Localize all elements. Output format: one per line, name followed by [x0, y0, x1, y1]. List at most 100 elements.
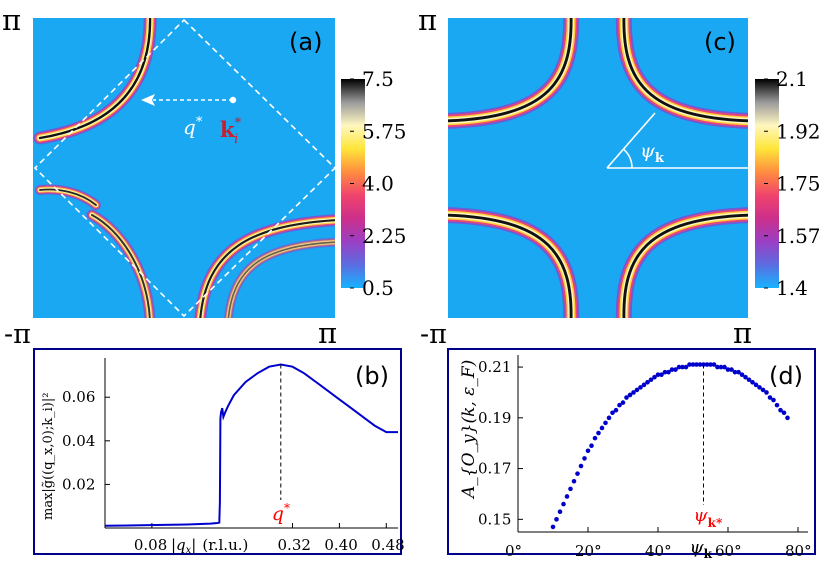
heatmap-c-bands: [448, 18, 748, 318]
d-ytick-label: 0.17: [478, 460, 511, 478]
d-point: [743, 374, 748, 380]
b-xtick-label: 0.08: [134, 536, 167, 554]
panel-c: ψk (c) 2.11.921.751.571.4: [448, 18, 821, 318]
d-ytick-label: 0.15: [478, 510, 511, 528]
colorbar-tick-label: 4.0: [362, 172, 394, 196]
d-point: [620, 400, 626, 405]
d-point: [596, 430, 601, 436]
d-ytick-label: 0.21: [478, 358, 511, 376]
d-point: [722, 364, 727, 370]
b-ytick-label: 0.04: [62, 432, 95, 450]
d-point: [554, 517, 559, 522]
neg-pi-label-c: -π: [420, 319, 447, 350]
d-point: [645, 379, 650, 385]
k-point: [229, 96, 237, 104]
d-ticks: 0°20°40°60°80°0.150.170.190.21: [478, 358, 812, 560]
b-ytick-label: 0.02: [62, 475, 95, 493]
d-point: [627, 392, 633, 398]
d-point: [564, 494, 570, 499]
band-a-bottom-right-inner-layer-4: [227, 241, 335, 318]
colorbar-tick-label: 1.75: [776, 172, 821, 196]
d-point: [760, 387, 766, 393]
d-point: [739, 372, 745, 377]
panel-a: q* k*i (a) 7.55.754.02.250.5: [33, 18, 407, 318]
b-xtick-label: 0.40: [324, 536, 357, 554]
d-point: [676, 364, 682, 370]
d-psik-axis-label: ψk: [690, 537, 713, 561]
d-point: [624, 395, 629, 400]
d-point: [662, 369, 668, 375]
panel-a-label: (a): [289, 28, 322, 56]
pi-bottom-right-c: π: [733, 316, 752, 350]
d-point: [652, 374, 657, 380]
colorbar-tick-label: 2.1: [776, 67, 808, 91]
d-point: [557, 509, 563, 515]
d-point: [568, 486, 573, 492]
d-point: [708, 362, 713, 367]
d-point: [585, 448, 591, 454]
d-point: [704, 362, 710, 367]
band-a-bottom-right-layer-4: [199, 219, 335, 318]
d-psistar-label: ψk*: [694, 505, 723, 530]
d-point: [718, 364, 724, 370]
d-point: [729, 367, 734, 372]
heatmap-a-bands: [33, 18, 335, 318]
pi-top-left-a: π: [2, 3, 21, 37]
band-a-left-short-layer-4: [39, 188, 97, 206]
d-point: [589, 443, 594, 449]
d-point: [641, 382, 647, 388]
d-xtick-label: 80°: [785, 542, 812, 560]
panel-d: 0°20°40°60°80°0.150.170.190.21 ψk* ψk A_…: [447, 348, 816, 561]
b-ylabel: max|g̃((q_x,0);k_i)|²: [41, 393, 56, 520]
psi-label: ψk: [640, 140, 665, 166]
d-point: [550, 524, 556, 530]
panel-b-frame: [33, 348, 402, 555]
d-point: [753, 382, 759, 388]
pi-bottom-right-a: π: [318, 316, 337, 350]
d-point: [774, 402, 780, 408]
q-arrow-head: [141, 94, 155, 106]
pi-top-left-c: π: [418, 3, 437, 37]
d-point: [736, 369, 741, 375]
d-point: [750, 379, 755, 385]
d-point: [732, 369, 738, 375]
neg-pi-label-a: -π: [4, 319, 31, 350]
d-point: [669, 367, 675, 372]
colorbar-a-ticks: 7.55.754.02.250.5: [350, 67, 407, 300]
d-point: [613, 407, 619, 413]
d-point: [655, 372, 661, 377]
psi-arc: [622, 148, 633, 169]
band-a-top-left-layer-4: [38, 18, 152, 140]
d-xtick-label: 40°: [645, 542, 672, 560]
d-point: [771, 397, 776, 403]
b-xtick-label: 0.48: [371, 536, 404, 554]
d-point: [617, 402, 622, 408]
colorbar-tick-label: 1.92: [776, 119, 821, 143]
b-xtick-label: 0.32: [278, 536, 311, 554]
d-point: [582, 456, 587, 461]
d-xtick-label: 0°: [505, 542, 522, 560]
d-point: [690, 362, 696, 367]
b-ytick-label: 0.06: [62, 388, 95, 406]
b-series-line: [104, 363, 398, 527]
d-point: [781, 410, 787, 416]
d-point: [715, 364, 720, 370]
d-point: [599, 425, 605, 431]
d-point: [561, 501, 566, 507]
d-point: [606, 415, 612, 421]
d-point: [757, 385, 762, 390]
d-point: [673, 367, 678, 372]
panel-d-label: (d): [769, 362, 803, 390]
d-point: [592, 435, 598, 441]
d-point: [697, 362, 703, 367]
d-point: [746, 377, 752, 383]
band-c-top-right-layer-4: [622, 18, 748, 123]
band-c-bottom-left-layer-4: [448, 213, 573, 318]
d-point: [575, 471, 580, 476]
band-c-top-left-layer-4: [448, 18, 573, 123]
q-star-label: q*: [183, 115, 203, 139]
k-star-label: k*i: [220, 116, 242, 147]
d-point: [631, 390, 636, 395]
d-point: [666, 369, 671, 375]
